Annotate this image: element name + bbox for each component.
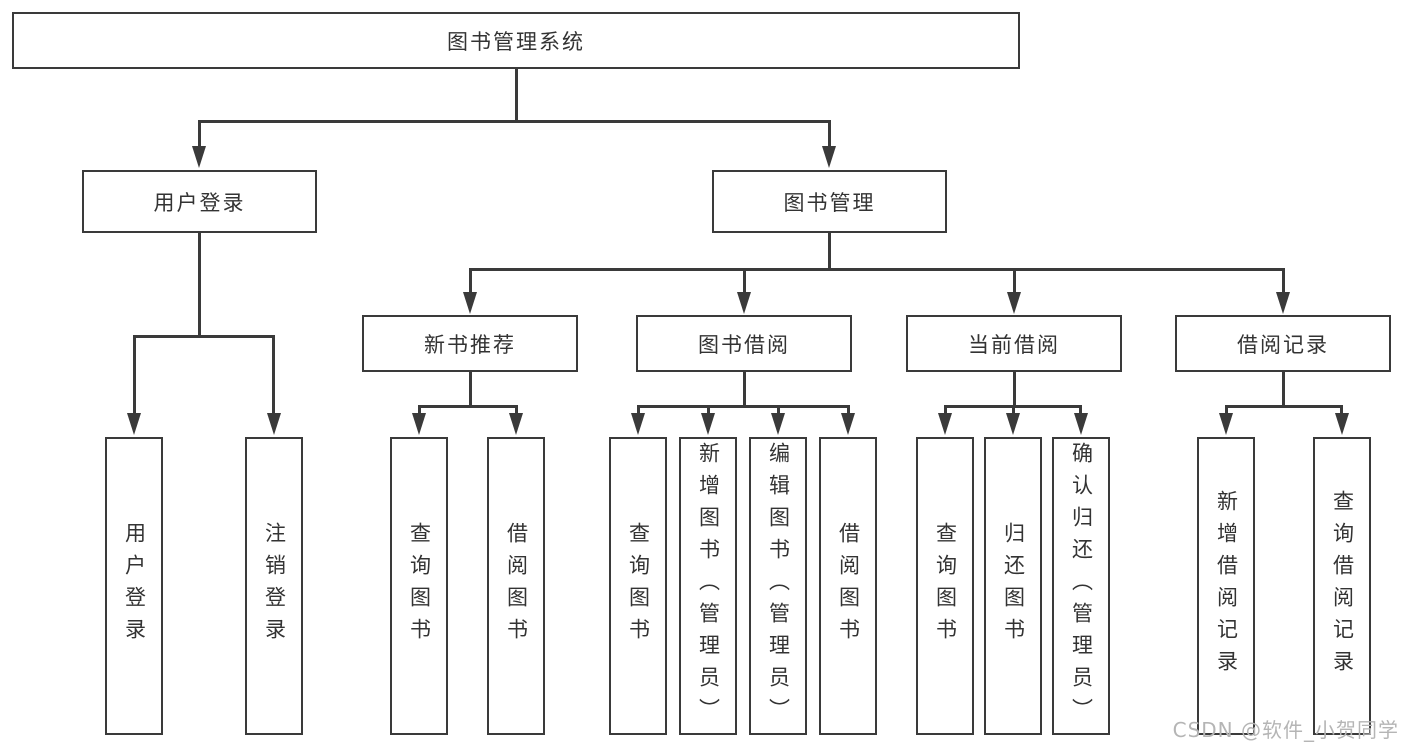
node-label: 用户登录 xyxy=(122,522,147,650)
arrow-down xyxy=(267,413,281,435)
leaf-borrow-book-recommend: 借阅图书 xyxy=(487,437,545,735)
leaf-confirm-return-admin: 确认归还（管理员） xyxy=(1052,437,1110,735)
connector-line xyxy=(777,405,780,415)
arrow-down xyxy=(412,413,426,435)
leaf-query-book-current: 查询图书 xyxy=(916,437,974,735)
node-label: 编辑图书（管理员） xyxy=(766,442,791,730)
connector-line xyxy=(707,405,710,415)
node-label: 图书管理 xyxy=(783,190,876,215)
connector-line xyxy=(1013,268,1016,293)
arrow-down xyxy=(509,413,523,435)
arrow-down xyxy=(1006,413,1020,435)
arrow-down xyxy=(1074,413,1088,435)
connector-line xyxy=(828,233,831,271)
node-label: 新书推荐 xyxy=(424,332,516,357)
leaf-return-book: 归还图书 xyxy=(984,437,1042,735)
node-borrow-records: 借阅记录 xyxy=(1175,315,1391,372)
connector-line xyxy=(1079,405,1082,415)
connector-line xyxy=(847,405,850,415)
connector-line xyxy=(515,69,518,123)
node-current-borrow: 当前借阅 xyxy=(906,315,1122,372)
connector-line xyxy=(198,233,201,338)
connector-line xyxy=(637,405,640,415)
connector-line xyxy=(1282,372,1285,408)
node-label: 借阅图书 xyxy=(836,522,861,650)
node-label: 图书借阅 xyxy=(698,332,790,357)
connector-line xyxy=(1013,372,1016,408)
leaf-logout: 注销登录 xyxy=(245,437,303,735)
connector-line xyxy=(1225,405,1343,408)
connector-line xyxy=(133,335,275,338)
arrow-down xyxy=(1219,413,1233,435)
leaf-query-book-recommend: 查询图书 xyxy=(390,437,448,735)
arrow-down xyxy=(822,146,836,168)
connector-line xyxy=(469,372,472,408)
connector-line xyxy=(198,120,201,148)
node-user-login-module: 用户登录 xyxy=(82,170,317,233)
connector-line xyxy=(743,268,746,293)
arrow-down xyxy=(1335,413,1349,435)
connector-line xyxy=(272,335,275,415)
leaf-edit-book-admin: 编辑图书（管理员） xyxy=(749,437,807,735)
node-label: 注销登录 xyxy=(262,522,287,650)
connector-line xyxy=(418,405,421,415)
arrow-down xyxy=(841,413,855,435)
node-label: 当前借阅 xyxy=(968,332,1060,357)
node-new-book-recommend: 新书推荐 xyxy=(362,315,578,372)
node-label: 查询图书 xyxy=(933,522,958,650)
connector-line xyxy=(198,120,831,123)
arrow-down xyxy=(1007,292,1021,314)
arrow-down xyxy=(127,413,141,435)
connector-line xyxy=(637,405,849,408)
connector-line xyxy=(944,405,947,415)
node-label: 新增借阅记录 xyxy=(1214,490,1239,682)
node-book-management-module: 图书管理 xyxy=(712,170,947,233)
arrow-down xyxy=(737,292,751,314)
connector-line xyxy=(1225,405,1228,415)
node-label: 查询借阅记录 xyxy=(1330,490,1355,682)
connector-line xyxy=(515,405,518,415)
node-label: 确认归还（管理员） xyxy=(1069,442,1094,730)
node-label: 查询图书 xyxy=(407,522,432,650)
arrow-down xyxy=(631,413,645,435)
node-book-borrow: 图书借阅 xyxy=(636,315,852,372)
node-label: 归还图书 xyxy=(1001,522,1026,650)
leaf-query-book-borrow: 查询图书 xyxy=(609,437,667,735)
connector-line xyxy=(743,372,746,408)
leaf-user-login: 用户登录 xyxy=(105,437,163,735)
arrow-down xyxy=(701,413,715,435)
leaf-query-borrow-record: 查询借阅记录 xyxy=(1313,437,1371,735)
node-root-library-system: 图书管理系统 xyxy=(12,12,1020,69)
connector-line xyxy=(418,405,518,408)
node-label: 用户登录 xyxy=(153,190,246,215)
arrow-down xyxy=(771,413,785,435)
connector-line xyxy=(133,335,136,415)
arrow-down xyxy=(1276,292,1290,314)
arrow-down xyxy=(938,413,952,435)
arrow-down xyxy=(192,146,206,168)
node-label: 查询图书 xyxy=(626,522,651,650)
connector-line xyxy=(1012,405,1015,415)
node-label: 借阅记录 xyxy=(1237,332,1329,357)
node-label: 新增图书（管理员） xyxy=(696,442,721,730)
leaf-add-book-admin: 新增图书（管理员） xyxy=(679,437,737,735)
node-label: 借阅图书 xyxy=(504,522,529,650)
leaf-borrow-book: 借阅图书 xyxy=(819,437,877,735)
node-label: 图书管理系统 xyxy=(447,29,585,54)
connector-line xyxy=(828,120,831,148)
connector-line xyxy=(1340,405,1343,415)
connector-line xyxy=(1282,268,1285,293)
leaf-add-borrow-record: 新增借阅记录 xyxy=(1197,437,1255,735)
arrow-down xyxy=(463,292,477,314)
connector-line xyxy=(469,268,472,293)
connector-line xyxy=(469,268,1285,271)
